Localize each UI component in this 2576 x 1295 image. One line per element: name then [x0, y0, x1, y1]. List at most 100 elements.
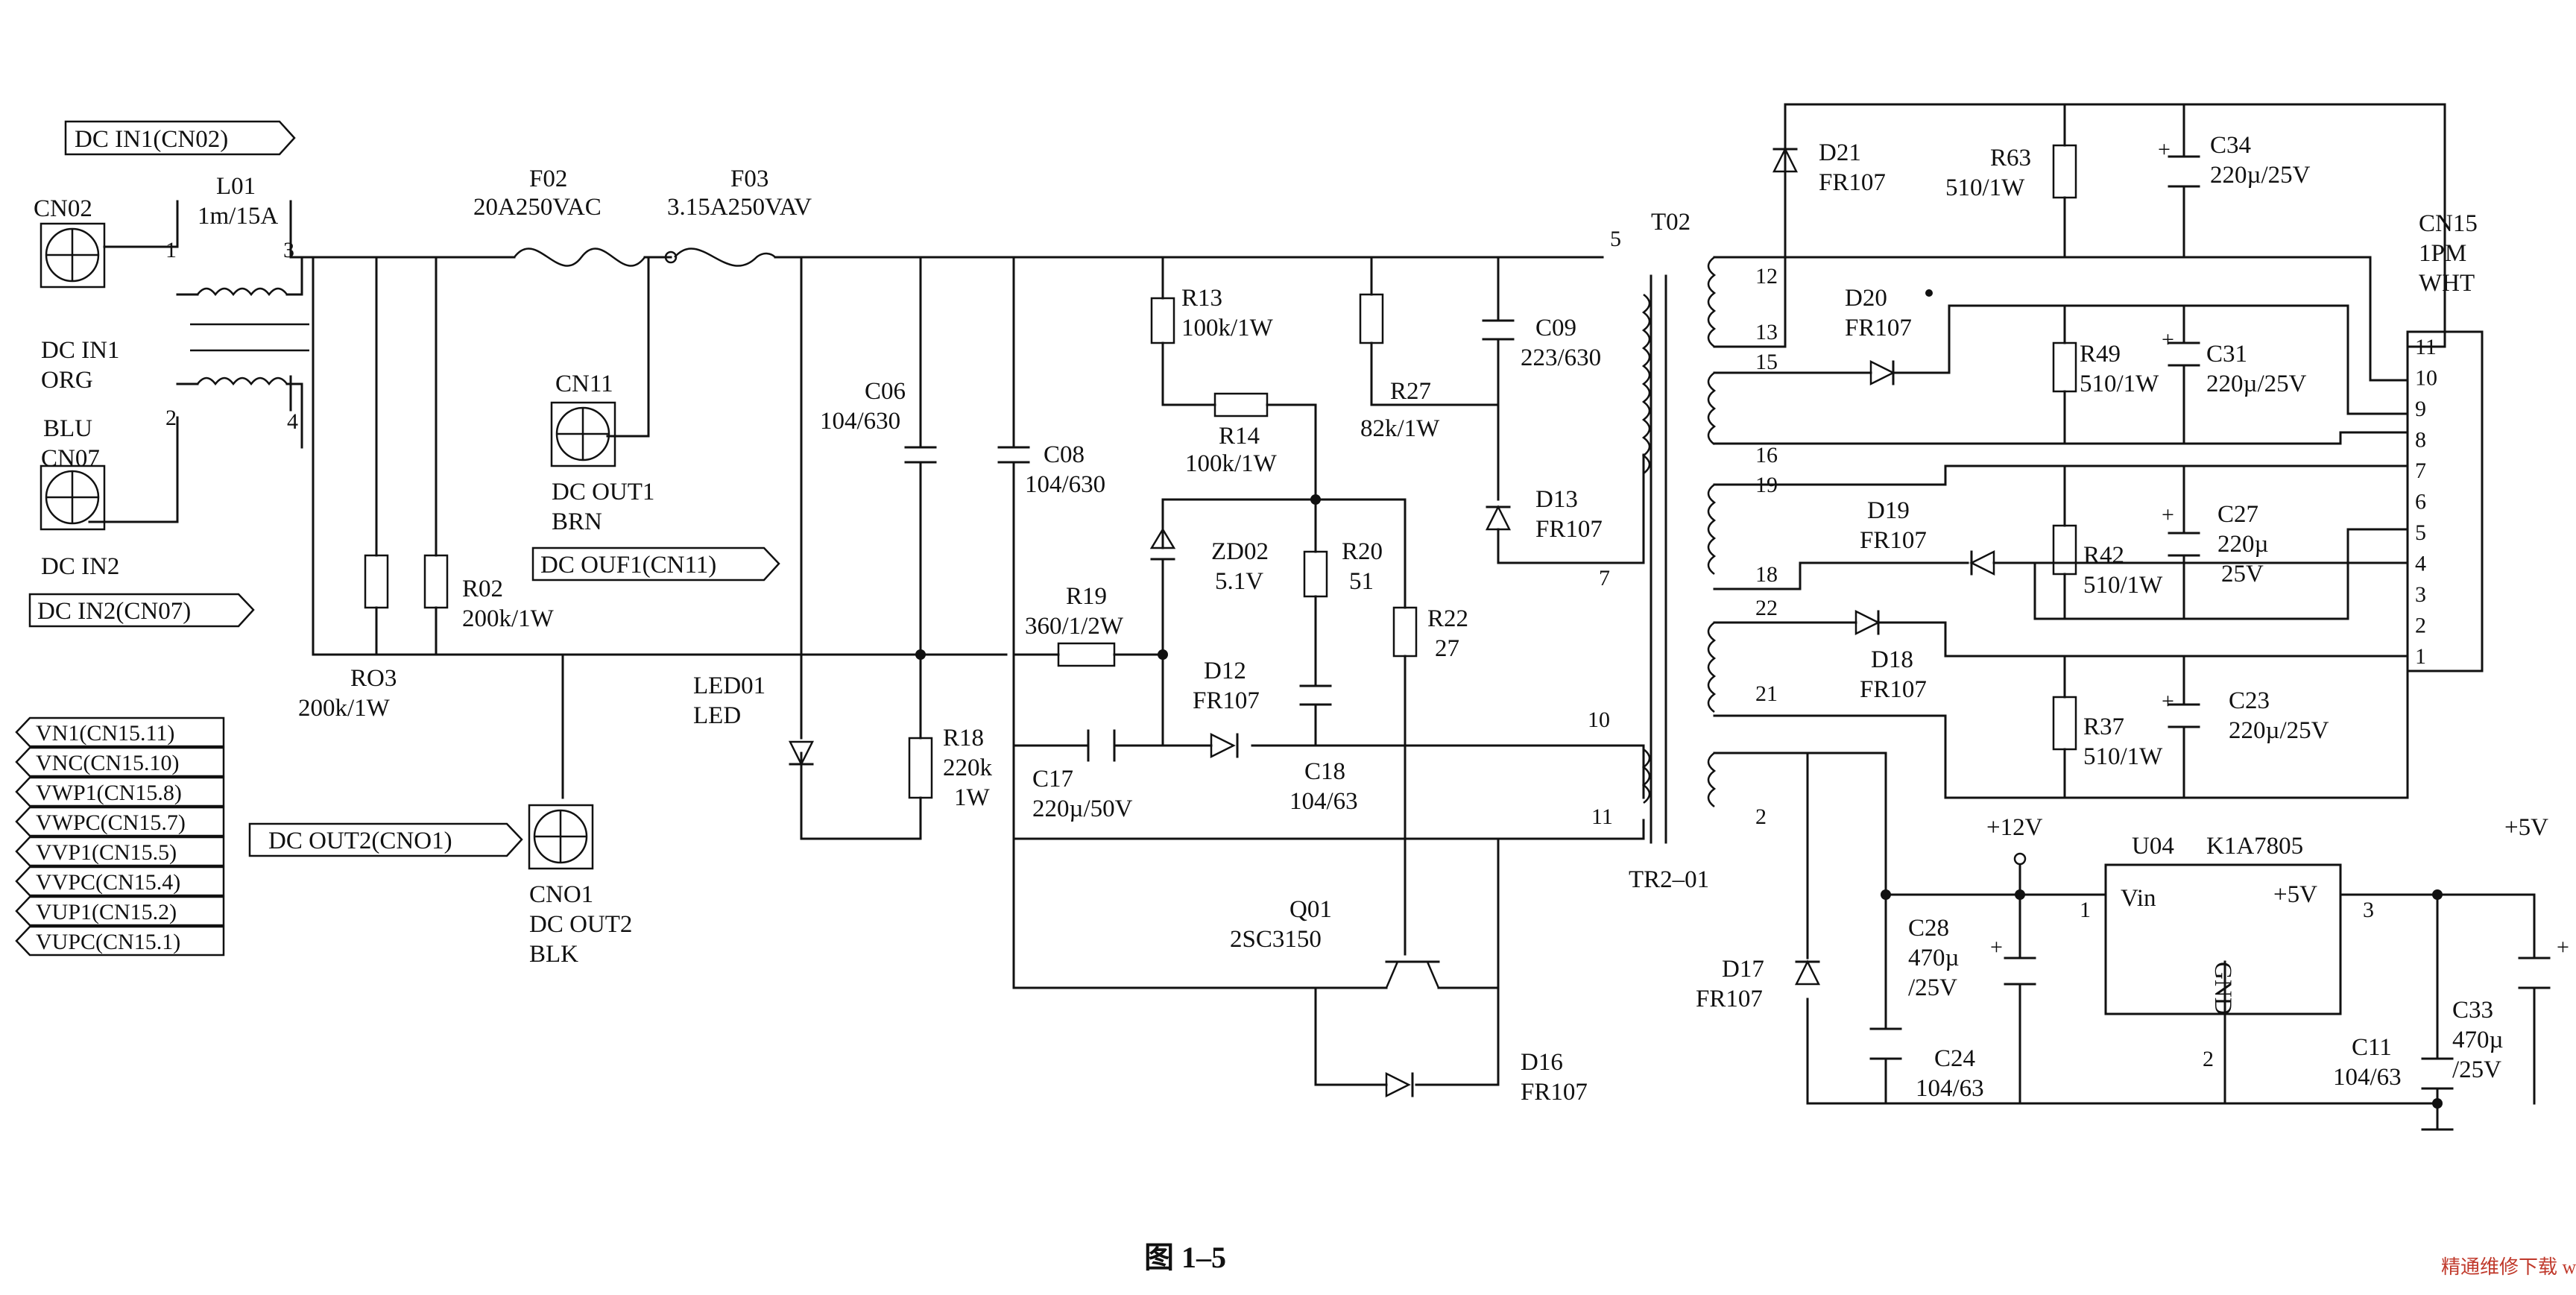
- c09-name: C09: [1535, 315, 1576, 341]
- d16-name: D16: [1521, 1049, 1563, 1076]
- figure-caption: 图 1–5: [1144, 1241, 1226, 1274]
- r42-value: 510/1W: [2083, 572, 2163, 599]
- cn15-pin-number: 6: [2415, 490, 2426, 514]
- t02-name: T02: [1651, 209, 1690, 236]
- r42-name: R42: [2083, 542, 2124, 569]
- voltage-flag-label: VVP1(CN15.5): [36, 840, 177, 865]
- u04-pin-3: 3: [2363, 898, 2374, 922]
- r13-value: 100k/1W: [1181, 315, 1274, 341]
- cn15-pin-number: 3: [2415, 582, 2426, 607]
- voltage-flag-label: VUP1(CN15.2): [36, 900, 177, 924]
- t02-sub: TR2–01: [1629, 866, 1709, 893]
- u04-name: U04: [2132, 833, 2174, 860]
- f03-name: F03: [730, 166, 768, 192]
- r14-value: 100k/1W: [1185, 450, 1278, 477]
- r20-value: 51: [1349, 568, 1374, 595]
- d21-name: D21: [1819, 139, 1861, 166]
- c28-value: 470µ: [1908, 945, 1960, 971]
- cn11-line2: BRN: [552, 508, 602, 535]
- d13-value: FR107: [1535, 516, 1603, 543]
- cn15-pin-number: 1: [2415, 644, 2426, 669]
- t02-pin-7: 7: [1599, 566, 1610, 590]
- c33-value: 470µ: [2452, 1027, 2504, 1053]
- c28-name: C28: [1908, 915, 1949, 942]
- t02-pin-10: 10: [1588, 708, 1610, 732]
- c27-name: C27: [2217, 501, 2258, 528]
- d18-value: FR107: [1860, 676, 1927, 703]
- t02-pin-2: 2: [1755, 804, 1767, 829]
- c11-name: C11: [2352, 1034, 2392, 1061]
- f02-value: 20A250VAC: [473, 194, 602, 221]
- cn15-pin-number: 10: [2415, 366, 2437, 391]
- c33-name: C33: [2452, 997, 2493, 1024]
- c06-value: 104/630: [820, 408, 900, 435]
- t02-pin-12: 12: [1755, 264, 1778, 289]
- voltage-flag-box: [15, 836, 225, 867]
- q01-name: Q01: [1289, 896, 1332, 923]
- r13-name: R13: [1181, 285, 1222, 312]
- c17-value: 220µ/50V: [1032, 795, 1133, 822]
- r18-value: 220k: [943, 754, 993, 781]
- c09-value: 223/630: [1521, 344, 1601, 371]
- c23-value: 220µ/25V: [2229, 717, 2329, 744]
- svg-text:+: +: [2162, 327, 2174, 352]
- voltage-flag-box: [15, 866, 225, 897]
- flag-dc-out1: DC OUF1(CN11): [540, 552, 716, 579]
- d21-value: FR107: [1819, 169, 1886, 196]
- voltage-flag-box: [15, 925, 225, 957]
- ro3-value: 200k/1W: [298, 695, 391, 722]
- c34-value: 220µ/25V: [2210, 162, 2311, 189]
- voltage-flag-label: VWPC(CN15.7): [36, 810, 186, 835]
- cn02-label: CN02: [34, 195, 92, 222]
- cn15-line3: WHT: [2419, 270, 2475, 297]
- cno1-line2: DC OUT2: [529, 911, 632, 938]
- voltage-flag-label: VWP1(CN15.8): [36, 781, 182, 805]
- c11-value: 104/63: [2333, 1064, 2402, 1091]
- svg-text:+: +: [1990, 935, 2003, 960]
- watermark: 精通维修下载 www.gzweix.com: [2441, 1256, 2576, 1278]
- cn15-line2: 1PM: [2419, 240, 2466, 267]
- q01-value: 2SC3150: [1230, 926, 1322, 953]
- t02-pin-18: 18: [1755, 562, 1778, 587]
- t02-pin-21: 21: [1755, 681, 1778, 706]
- r22-name: R22: [1427, 605, 1468, 632]
- voltage-flag-box: [15, 895, 225, 927]
- d19-value: FR107: [1860, 527, 1927, 554]
- c27-value: 220µ: [2217, 531, 2269, 558]
- d16-value: FR107: [1521, 1079, 1588, 1106]
- svg-text:+: +: [2162, 689, 2174, 713]
- ro3-name: RO3: [350, 665, 397, 692]
- led01-value: LED: [693, 702, 741, 729]
- t02-pin-15: 15: [1755, 350, 1778, 374]
- symbols: [40, 144, 2551, 1109]
- rail-12v: +12V: [1986, 814, 2043, 841]
- dc-in1-label: DC IN1: [41, 337, 119, 364]
- t02-pin-5: 5: [1610, 227, 1621, 251]
- voltage-flag-label: VNC(CN15.10): [36, 751, 180, 775]
- d13-name: D13: [1535, 486, 1578, 513]
- rail-5v: +5V: [2504, 814, 2548, 841]
- cno1-line3: BLK: [529, 941, 578, 968]
- r19-value: 360/1/2W: [1025, 613, 1124, 640]
- c08-value: 104/630: [1025, 471, 1105, 498]
- blu-label: BLU: [43, 415, 92, 442]
- voltage-flag-box: [15, 716, 225, 748]
- voltage-flag-box: [15, 776, 225, 807]
- r18-name: R18: [943, 725, 984, 752]
- r02-value: 200k/1W: [462, 605, 555, 632]
- c33-value2: /25V: [2452, 1056, 2501, 1083]
- d20-name: D20: [1845, 285, 1887, 312]
- c06-name: C06: [865, 378, 906, 405]
- l01-pin-3: 3: [283, 238, 294, 262]
- c23-name: C23: [2229, 687, 2270, 714]
- cn15-pin-number: 11: [2415, 335, 2437, 359]
- cn15-pin-number: 2: [2415, 614, 2426, 638]
- cn15-pin-number: 5: [2415, 520, 2426, 545]
- cn07-label: CN07: [41, 445, 100, 472]
- r49-name: R49: [2080, 341, 2121, 368]
- l01-name: L01: [216, 173, 256, 200]
- c27-value2: 25V: [2221, 561, 2264, 587]
- svg-text:+: +: [2557, 935, 2569, 960]
- svg-text:+: +: [2162, 502, 2174, 527]
